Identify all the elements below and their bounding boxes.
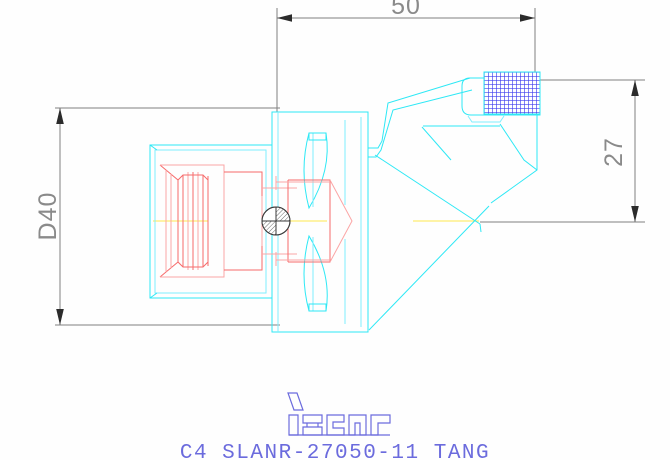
arrow-up-icon-2 [631,80,639,96]
coolant-outlet-circle [261,206,291,236]
capto-c4-polygonal-shank [159,164,353,278]
dim-label-head-height: 27 [600,137,628,167]
flange-rectangle-inner [154,149,267,294]
flute-bottom-cap [308,303,327,312]
flute-top-cap [308,132,327,141]
dim-label-shank-diameter: D40 [34,192,62,241]
arrow-left-icon [277,14,292,22]
head-upper-arm-inner [368,89,473,158]
insert-seat [461,77,541,116]
chamfer-bl [149,292,158,299]
logo-letter-c [326,414,345,436]
central-block [271,111,369,333]
insert-seat-lower [467,115,505,123]
cutting-insert [483,71,541,115]
iscar-logo [287,392,391,436]
logo-letter-i [288,414,299,436]
head-tip [479,223,482,233]
logo-dot [287,392,304,411]
arrow-right-icon [520,14,535,22]
drawbar-cone [329,179,353,263]
barrel-body [224,171,263,271]
drawbar-body [288,179,331,263]
logo-letter-a [348,414,367,436]
arrow-down-icon [56,309,64,325]
part-number-label: C4 SLANR-27050-11 TANG [180,442,490,460]
dimension-shank-diameter: D40 [34,107,280,326]
tool-body-outline [149,77,541,333]
flute-bottom [303,234,328,312]
flute-top [303,132,328,210]
logo-letter-r [370,414,391,436]
dimension-head-height: 27 [480,79,645,223]
arrow-up-icon [56,108,64,124]
insert-hatched-body [483,71,541,115]
head-diagonal-lower [368,205,490,331]
insert-support-rib [421,126,452,161]
head-upper-arm [368,77,471,149]
head-diagonal-upper [374,154,481,225]
insert-rear-rib [499,123,538,171]
shank-outer-envelope [160,164,225,278]
chamfer-tl [149,144,158,151]
arrow-down-icon-2 [631,206,639,222]
flange-top-band [177,174,209,181]
flange-bottom-band [177,261,209,268]
logo-letter-s [302,414,323,436]
dimension-overall-length: 50 [276,0,536,112]
dim-label-overall-length: 50 [391,0,421,20]
